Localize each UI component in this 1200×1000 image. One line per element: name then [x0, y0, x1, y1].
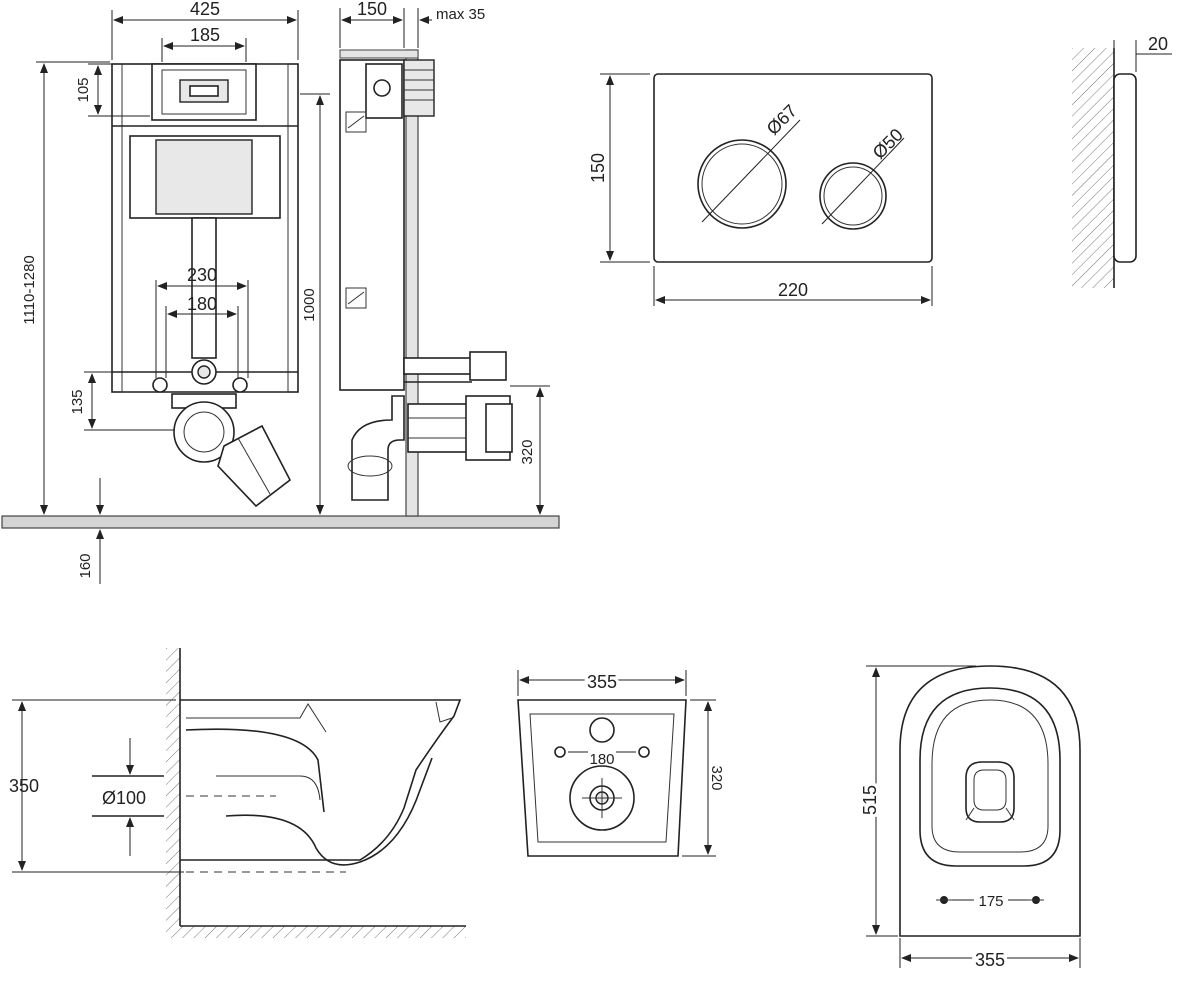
pipe-diameter-label: Ø100 [102, 788, 146, 808]
frame-side-view: 150 max 35 1000 320 [300, 0, 550, 517]
floor-offset-label: 160 [77, 553, 94, 578]
side-height-label: 1000 [301, 288, 318, 321]
flush-plate-front: Ø67 Ø50 150 220 [588, 73, 933, 306]
panel-width-label: 185 [190, 25, 220, 45]
bowl-top-view: 175 515 355 [857, 665, 1081, 974]
flush-plate [653, 73, 933, 263]
drain-outlet [173, 401, 235, 463]
plate-wall-hatch [1072, 48, 1114, 288]
flush-plate-side: 20 [1072, 34, 1172, 288]
plate-height-label: 150 [588, 153, 608, 183]
total-height-label: 1110-1280 [21, 255, 38, 325]
outlet-spacing-label: 230 [187, 265, 217, 285]
side-depth-label: 150 [357, 0, 387, 19]
bowl-side-outline [180, 699, 462, 861]
top-height-label: 105 [75, 77, 92, 102]
bowl-wall-hatch [166, 648, 180, 938]
frame-front-view: 425 185 105 1110-1280 230 180 135 160 [1, 0, 560, 584]
back-holes-label: 180 [589, 751, 614, 768]
top-length-label: 515 [860, 785, 880, 815]
floor-slab [1, 515, 560, 529]
frame-width-label: 425 [190, 0, 220, 19]
flush-button-small [819, 162, 887, 230]
top-width-label: 355 [975, 950, 1005, 970]
back-width-label: 355 [587, 672, 617, 692]
side-outlet-height-label: 320 [519, 439, 536, 464]
top-holes-label: 175 [978, 893, 1003, 910]
bowl-back-view: 180 355 320 [517, 669, 728, 857]
bowl-side-view: Ø100 350 [9, 648, 466, 938]
side-drain-trap [351, 395, 405, 501]
mounting-bolt-left [152, 377, 168, 393]
flush-pipe [191, 217, 217, 359]
side-max-label: max 35 [436, 6, 485, 23]
flush-button-large [697, 139, 787, 229]
bowl-height-label: 350 [9, 776, 39, 796]
plate-side-profile [1113, 73, 1137, 263]
bowl-floor-hatch [180, 926, 466, 938]
outlet-inner-spacing-label: 180 [187, 294, 217, 314]
back-height-label: 320 [708, 765, 725, 790]
mounting-bolt-right [232, 377, 248, 393]
bottom-offset-label: 135 [69, 389, 86, 414]
plate-width-label: 220 [778, 280, 808, 300]
bowl-drain-top [965, 761, 1015, 823]
plate-thickness-label: 20 [1148, 34, 1168, 54]
